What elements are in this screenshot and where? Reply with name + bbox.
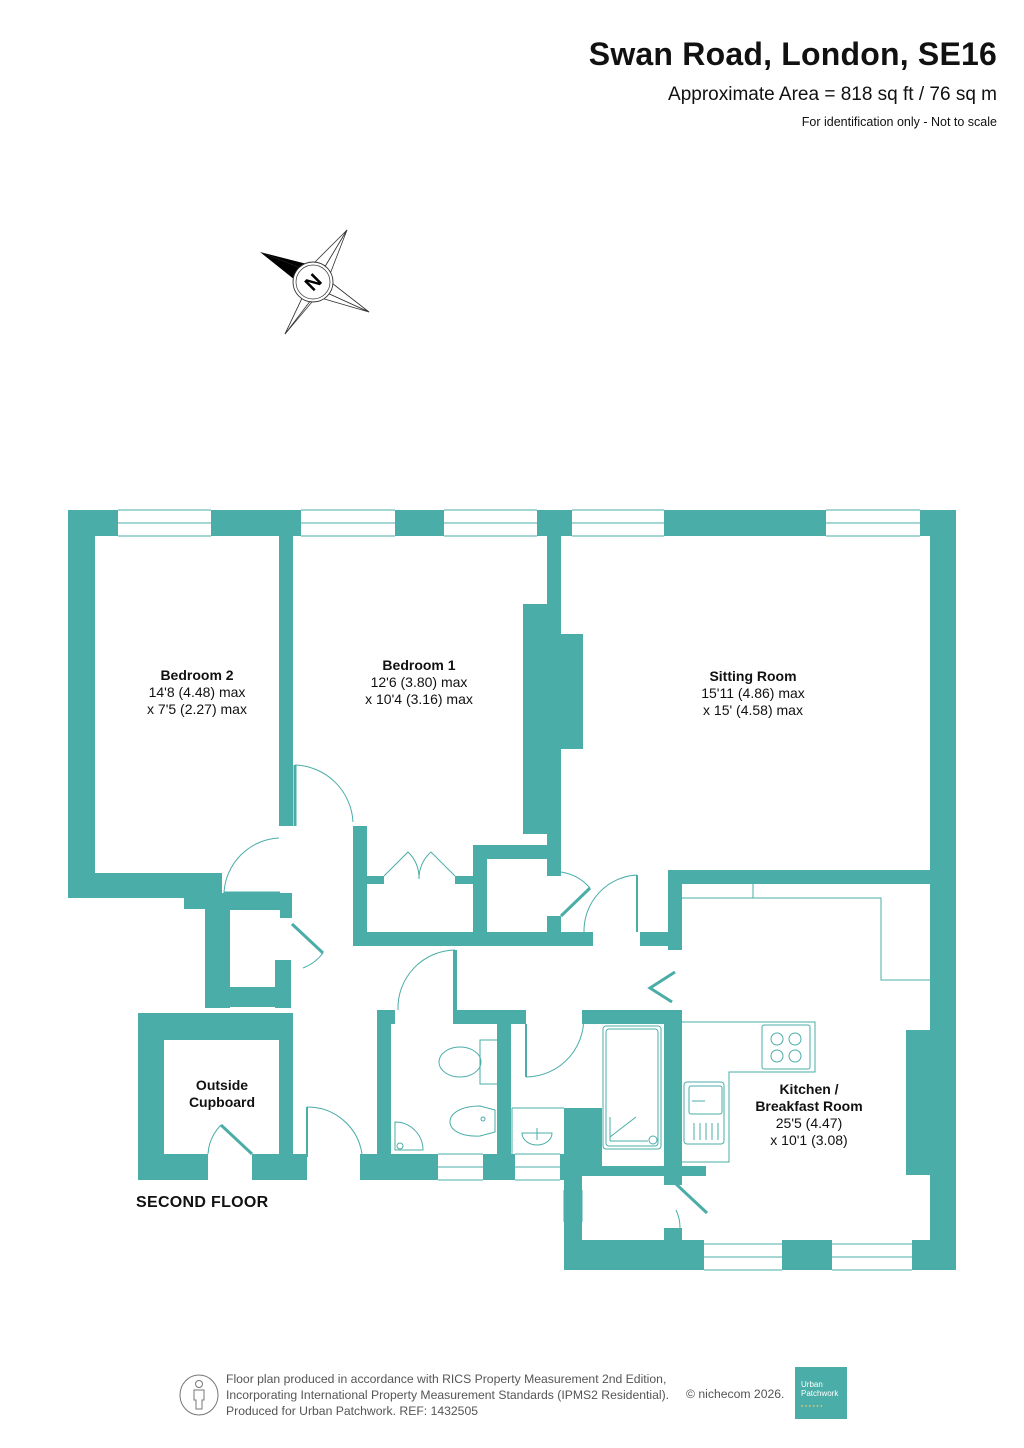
door-swings [207,764,709,1229]
logo-line: Urban [801,1380,823,1389]
room-dimension: x 10'4 (3.16) max [365,691,473,707]
footer-line: Produced for Urban Patchwork. REF: 14325… [226,1404,479,1418]
disclaimer-note: For identification only - Not to scale [801,115,997,129]
room-dimension: 25'5 (4.47) [775,1115,843,1131]
room-dimension: x 15' (4.58) max [703,702,803,718]
room-sitting-room: Sitting Room 15'11 (4.86) max x 15' (4.5… [701,668,805,719]
logo-line: Patchwork [801,1389,839,1398]
copyright: © nichecom 2026. [686,1387,785,1401]
room-bedroom-2: Bedroom 2 14'8 (4.48) max x 7'5 (2.27) m… [147,667,247,718]
logo-dots: ●●●●●● [801,1403,824,1408]
footer-line: Floor plan produced in accordance with R… [226,1372,667,1386]
room-dimension: 12'6 (3.80) max [370,674,468,690]
walls [68,510,956,1270]
room-kitchen-breakfast: Kitchen / Breakfast Room 25'5 (4.47) x 1… [755,1081,862,1149]
room-dimension: 15'11 (4.86) max [701,685,805,701]
room-dimension: x 10'1 (3.08) [770,1132,848,1148]
room-dimension: 14'8 (4.48) max [148,684,246,700]
footer-text: Floor plan produced in accordance with R… [226,1371,669,1419]
room-name: Kitchen / [779,1081,839,1097]
room-name: Sitting Room [709,668,797,684]
room-name: Breakfast Room [755,1098,863,1114]
room-outside-cupboard: Outside Cupboard [189,1077,255,1111]
room-name: Bedroom 2 [160,667,234,683]
fixtures [394,884,930,1163]
room-name: Outside [195,1077,249,1093]
room-dimension: x 7'5 (2.27) max [147,701,247,717]
floor-label: SECOND FLOOR [136,1194,269,1211]
room-bedroom-1: Bedroom 1 12'6 (3.80) max x 10'4 (3.16) … [365,657,473,708]
page-title: Swan Road, London, SE16 [588,36,997,72]
footer-line: Incorporating International Property Mea… [226,1388,670,1402]
person-icon [179,1374,219,1416]
approximate-area: Approximate Area = 818 sq ft / 76 sq m [668,84,997,105]
room-name: Cupboard [188,1094,256,1110]
room-name: Bedroom 1 [382,657,456,673]
urban-patchwork-logo: Urban Patchwork ●●●●●● [795,1367,847,1419]
compass-north-icon: N [260,229,370,335]
windows [118,509,920,1271]
